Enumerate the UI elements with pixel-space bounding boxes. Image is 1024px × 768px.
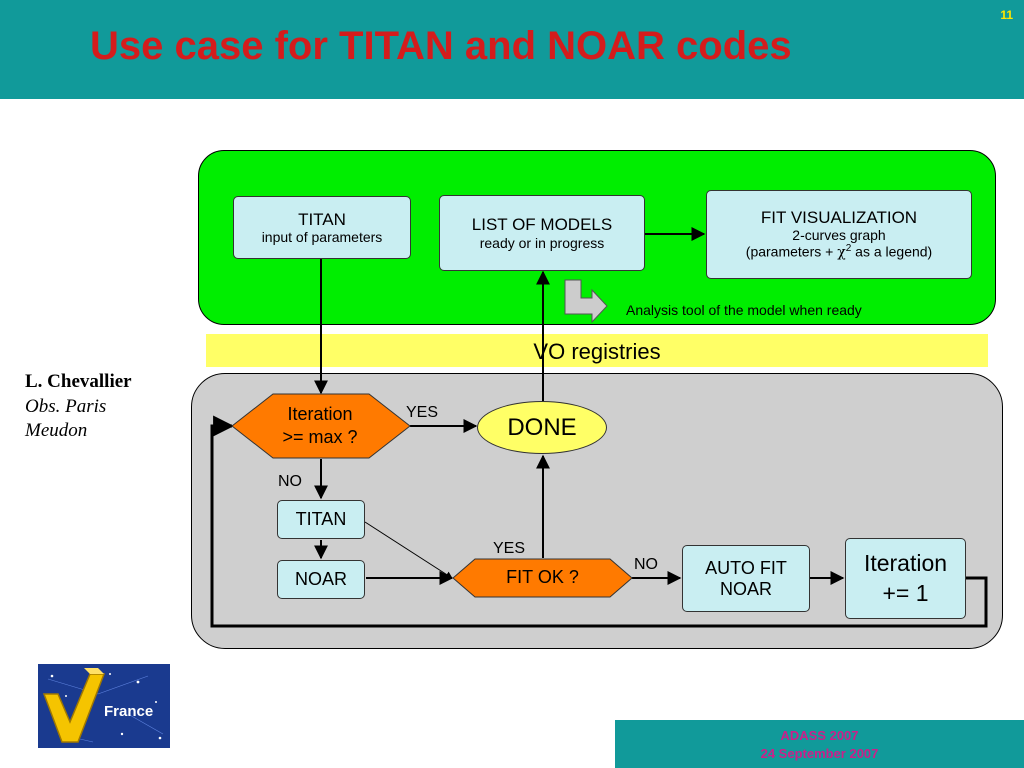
fit-visualization-line3-pre: (parameters + bbox=[745, 244, 838, 261]
iteration-increment-line2: += 1 bbox=[882, 579, 929, 606]
footer-text: ADASS 2007 24 September 2007 bbox=[615, 727, 1024, 762]
auto-fit-line1: AUTO FIT bbox=[705, 557, 787, 578]
titan-process-box: TITAN bbox=[277, 500, 365, 539]
list-of-models-box: LIST OF MODELS ready or in progress bbox=[439, 195, 645, 271]
no-label-iteration: NO bbox=[278, 473, 302, 490]
author-name: L. Chevallier bbox=[25, 371, 132, 392]
fit-visualization-line2: 2-curves graph bbox=[792, 227, 886, 244]
vo-registries-bar: VO registries bbox=[206, 334, 988, 367]
author-affiliation-line2: Meudon bbox=[25, 420, 88, 442]
yes-label-fit: YES bbox=[493, 540, 526, 557]
vo-registries-label: VO registries bbox=[533, 339, 661, 364]
vo-france-logo: France bbox=[38, 664, 170, 748]
analysis-note: Analysis tool of the model when ready bbox=[626, 302, 862, 318]
iteration-check-line1: Iteration bbox=[287, 404, 353, 424]
chi-symbol: χ bbox=[837, 245, 846, 262]
chi-superscript: 2 bbox=[845, 243, 852, 255]
titan-input-title: TITAN bbox=[298, 209, 346, 229]
noar-process-box: NOAR bbox=[277, 560, 365, 599]
iteration-increment-box: Iteration += 1 bbox=[845, 538, 966, 619]
list-of-models-subtitle: ready or in progress bbox=[479, 234, 605, 251]
fit-ok-label: FIT OK ? bbox=[506, 567, 579, 587]
logo-text: France bbox=[104, 703, 153, 720]
iteration-check-label: Iteration >= max ? bbox=[255, 403, 385, 450]
yes-label-iteration: YES bbox=[406, 404, 439, 421]
auto-fit-noar-box: AUTO FIT NOAR bbox=[682, 545, 810, 612]
author-affiliation-line1: Obs. Paris bbox=[25, 395, 107, 417]
fit-ok-diamond bbox=[452, 558, 633, 598]
fit-visualization-line3-post: as a legend) bbox=[851, 244, 933, 261]
bent-arrow-icon bbox=[564, 279, 608, 324]
list-of-models-title: LIST OF MODELS bbox=[471, 215, 613, 235]
arrow-loop-back bbox=[210, 415, 988, 628]
iteration-increment-line1: Iteration bbox=[863, 549, 948, 576]
footer-line1: ADASS 2007 bbox=[780, 728, 859, 743]
iteration-check-diamond bbox=[231, 393, 411, 459]
titan-input-box: TITAN input of parameters bbox=[233, 196, 411, 259]
titan-input-subtitle: input of parameters bbox=[261, 229, 383, 246]
done-node: DONE bbox=[477, 401, 607, 454]
iteration-check-line2: >= max ? bbox=[282, 427, 358, 448]
slide-header: Use case for TITAN and NOAR codes 11 bbox=[0, 0, 1024, 99]
author-block: L. Chevallier Obs. Paris Meudon bbox=[25, 370, 132, 444]
slide-number: 11 bbox=[1000, 8, 1013, 22]
footer-box: ADASS 2007 24 September 2007 bbox=[615, 720, 1024, 768]
fit-visualization-box: FIT VISUALIZATION 2-curves graph (parame… bbox=[706, 190, 972, 279]
arrow-titan-to-fitok bbox=[364, 521, 453, 579]
slide-title: Use case for TITAN and NOAR codes bbox=[90, 24, 792, 68]
footer-line2: 24 September 2007 bbox=[760, 745, 879, 761]
fit-visualization-title: FIT VISUALIZATION bbox=[760, 207, 918, 227]
auto-fit-line2: NOAR bbox=[719, 578, 772, 599]
no-label-fit: NO bbox=[634, 556, 658, 573]
fit-visualization-line3: (parameters + χ2 as a legend) bbox=[746, 243, 932, 261]
